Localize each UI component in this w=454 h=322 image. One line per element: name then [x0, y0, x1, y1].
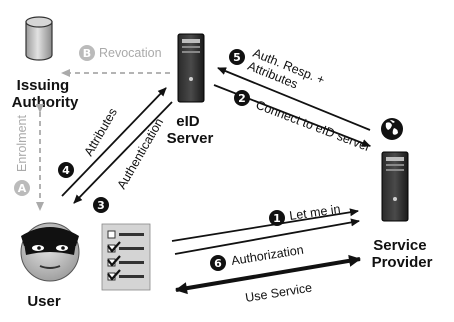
attributes-arrow — [61, 87, 167, 197]
badge-4: 4 — [62, 164, 70, 177]
authentication-arrow — [73, 101, 173, 204]
enrolment-label: Enrolment — [15, 115, 29, 172]
issuing-authority-line-2: Authority — [12, 94, 79, 111]
badge-a: A — [18, 182, 27, 195]
badge-6: 6 — [214, 257, 222, 270]
badge-4-icon — [58, 162, 74, 178]
masked-user-icon — [20, 222, 80, 282]
auth-resp-label: Auth. Resp. + Attributes — [246, 46, 330, 102]
badge-b-icon — [79, 45, 95, 61]
attributes-label: Attributes — [81, 106, 120, 159]
badge-1-icon — [269, 210, 285, 226]
revocation-label: Revocation — [99, 46, 162, 60]
user-label: User — [27, 293, 61, 310]
badge-a-icon — [14, 180, 30, 196]
badge-5: 5 — [233, 51, 241, 64]
issuing-authority-line-1: Issuing — [17, 77, 70, 94]
eid-server-label: eID Server — [167, 113, 214, 147]
use-service-label: Use Service — [244, 281, 313, 305]
checklist-icon — [101, 223, 151, 291]
database-cylinder-icon — [25, 16, 53, 61]
eid-server-line-2: Server — [167, 130, 214, 147]
server-tower-icon — [177, 33, 205, 103]
badge-5-icon — [229, 49, 245, 65]
service-provider-line-2: Provider — [372, 254, 433, 271]
server-tower-icon — [381, 151, 409, 222]
service-provider-label: Service Provider — [372, 237, 433, 271]
badge-3: 3 — [97, 199, 105, 212]
issuing-authority-label: Issuing Authority — [12, 77, 79, 111]
badge-b: B — [83, 47, 91, 60]
badge-3-icon — [93, 197, 109, 213]
authorization-label: Authorization — [230, 243, 304, 268]
badge-2-icon — [234, 90, 250, 106]
auth-resp-arrow — [217, 67, 371, 131]
badge-1: 1 — [273, 212, 281, 225]
let-me-in-arrow — [171, 208, 359, 242]
badge-2: 2 — [238, 92, 246, 105]
globe-icon — [381, 118, 403, 140]
use-service-arrow — [175, 254, 361, 295]
service-provider-line-1: Service — [373, 237, 426, 254]
let-me-in-label: Let me in — [288, 202, 341, 223]
eid-server-line-1: eID — [176, 113, 200, 130]
authorization-arrow — [174, 218, 360, 255]
badge-6-icon — [210, 255, 226, 271]
